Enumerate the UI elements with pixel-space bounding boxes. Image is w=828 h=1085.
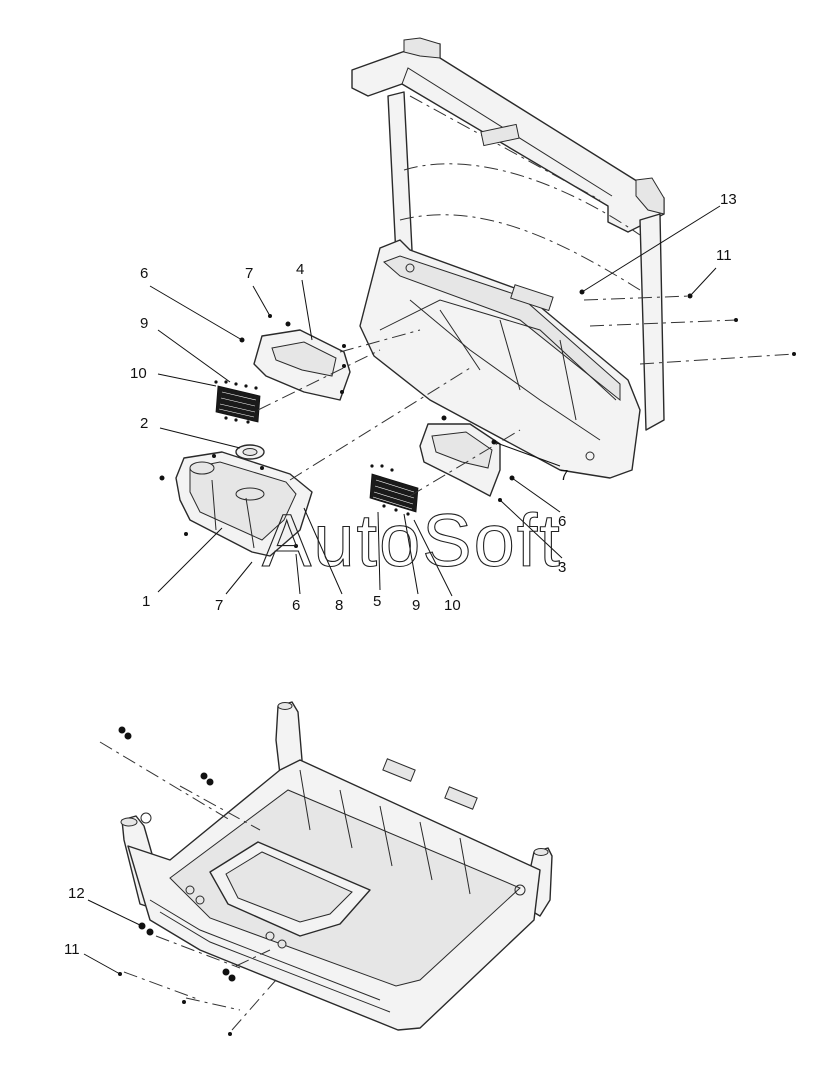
bracket-part-4 — [253, 321, 351, 401]
cargo-bed — [120, 701, 553, 1031]
grille-right — [369, 464, 419, 516]
callout-7-right: 7 — [560, 467, 568, 484]
cap-part-2 — [212, 444, 265, 470]
callouts-lower: 12 11 — [64, 885, 85, 958]
callout-4: 4 — [296, 261, 304, 278]
callout-13: 13 — [720, 191, 737, 208]
callouts-upper: 6 7 4 9 10 2 1 7 6 8 5 9 10 7 6 3 11 13 — [130, 191, 737, 614]
callout-10: 10 — [130, 365, 147, 382]
callout-10-lower: 10 — [444, 597, 461, 614]
callout-11: 11 — [716, 247, 732, 264]
grille-left — [214, 380, 261, 424]
leader-lines — [83, 205, 721, 975]
callout-12: 12 — [68, 885, 85, 902]
callout-6-lower: 6 — [292, 597, 300, 614]
callout-9-lower: 9 — [412, 597, 420, 614]
alignment-lines-upper — [257, 295, 795, 497]
callout-2: 2 — [140, 415, 148, 432]
callout-1: 1 — [142, 593, 150, 610]
callout-7-lower: 7 — [215, 597, 223, 614]
callout-3: 3 — [558, 559, 566, 576]
callout-6-right: 6 — [558, 513, 566, 530]
bracket-part-3 — [419, 415, 515, 502]
roof-frame — [351, 37, 665, 431]
body-shell-part-1 — [159, 451, 313, 557]
callout-8: 8 — [335, 597, 343, 614]
watermark-text: AutoSoft — [262, 499, 562, 582]
callout-9: 9 — [140, 315, 148, 332]
callout-11-lower: 11 — [64, 941, 80, 958]
lower-fasteners — [99, 726, 277, 1036]
callout-5: 5 — [373, 593, 381, 610]
callout-7: 7 — [245, 265, 253, 282]
callout-6: 6 — [140, 265, 148, 282]
rear-panel — [359, 239, 641, 479]
